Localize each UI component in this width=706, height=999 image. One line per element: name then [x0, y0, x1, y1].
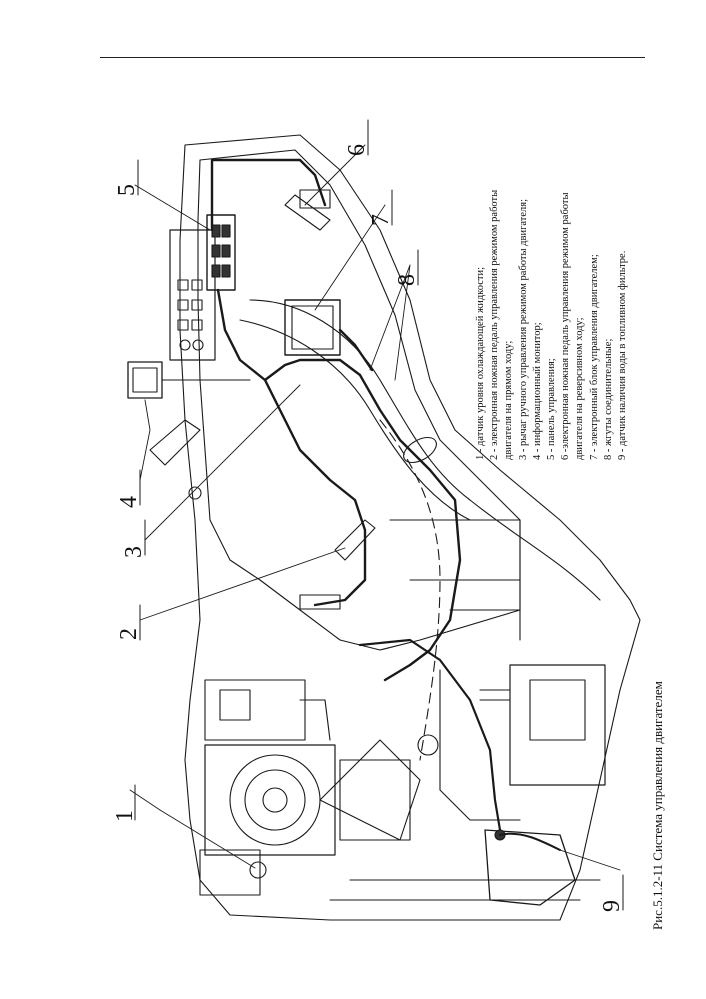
callout-1: 1 — [112, 810, 138, 822]
legend-item: 6 -электронная ножная педаль управления … — [560, 192, 572, 460]
cab-outline — [179, 134, 641, 921]
forward-pedal — [334, 519, 376, 561]
cab-inner-contour — [197, 149, 521, 651]
cooling-block — [509, 664, 606, 786]
callout-3: 3 — [121, 546, 147, 558]
leader-9 — [559, 849, 621, 871]
coolant-level-sensor — [249, 861, 267, 879]
floor-curve — [249, 299, 601, 601]
leader-4 — [139, 399, 151, 481]
callout-6: 6 — [344, 144, 370, 156]
figure-caption: Рис.5.1.2-11 Система управления двигател… — [650, 681, 665, 930]
leader-3 — [144, 384, 301, 541]
harness-route-dashed — [379, 419, 441, 761]
callout-9: 9 — [599, 900, 625, 912]
legend-item: 5 - панель управления; — [545, 358, 557, 460]
leader-5 — [134, 184, 211, 231]
engine-ecu — [284, 299, 341, 356]
legend-item: 8 - жгуты соединительные; — [602, 338, 614, 460]
legend-item: 3 - рычаг ручного управления режимом раб… — [517, 198, 529, 460]
callout-7: 7 — [368, 214, 394, 226]
legend-item: 7 - электронный блок управления двигател… — [588, 254, 600, 460]
callout-2: 2 — [116, 628, 142, 640]
legend-item: 1 - датчик уровня охлаждающей жидкости; — [475, 266, 486, 460]
leader-7 — [314, 204, 386, 311]
control-panel — [169, 229, 216, 361]
leader-2 — [139, 547, 346, 621]
reverse-pedal — [284, 194, 331, 231]
fuel-filter — [484, 829, 576, 906]
legend-item: 2 - электронная ножная педаль управления… — [489, 189, 501, 460]
legend-item: двигателя на прямом ходу; — [503, 340, 515, 460]
leader-1 — [159, 809, 256, 869]
hand-lever — [149, 419, 201, 466]
leader-8 — [369, 264, 411, 381]
panel-module — [206, 214, 236, 291]
callout-8: 8 — [394, 274, 420, 286]
legend-item: двигателя на реверсивном ходу; — [574, 317, 586, 460]
floor-curve-2 — [239, 319, 471, 521]
header-rule — [100, 57, 645, 58]
legend-item: 4 - информационный монитор; — [531, 322, 543, 460]
callout-4: 4 — [116, 496, 142, 508]
callout-5: 5 — [114, 184, 140, 196]
engine-pulley — [229, 754, 321, 846]
legend-item: 9 - датчик наличия воды в топливном филь… — [616, 250, 628, 460]
leader-6 — [304, 144, 366, 206]
legend: 1 - датчик уровня охлаждающей жидкости; … — [474, 100, 630, 460]
engine-block — [204, 744, 336, 856]
wiring-harness — [210, 158, 462, 682]
